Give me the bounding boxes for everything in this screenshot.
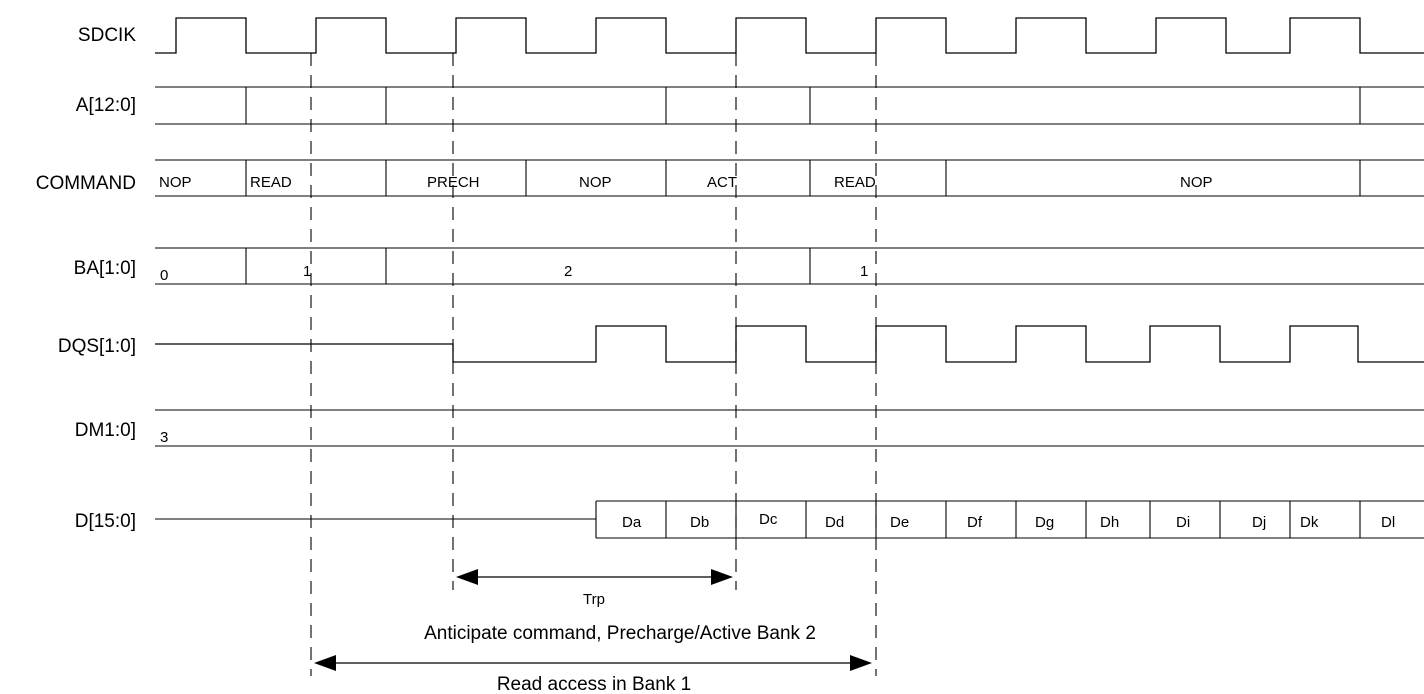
read-access-label: Read access in Bank 1 [497, 674, 691, 694]
command-act: ACT [707, 174, 737, 191]
data-word-dj: Dj [1252, 514, 1266, 531]
ba-value-1b: 1 [860, 263, 868, 280]
signal-label-sdclk: SDCIK [78, 25, 136, 46]
data-word-dl: Dl [1381, 514, 1395, 531]
signal-label-addr: A[12:0] [76, 95, 136, 116]
command-read-2: READ [834, 174, 876, 191]
data-word-dk: Dk [1300, 514, 1319, 531]
ba-value-0: 0 [160, 267, 168, 284]
addr-bus [155, 86, 1424, 125]
ba-value-2: 2 [564, 263, 572, 280]
command-bus: NOP READ PRECH NOP ACT READ NOP [155, 159, 1424, 197]
timing-markers [310, 53, 877, 676]
command-nop-2: NOP [579, 174, 612, 191]
data-word-da: Da [622, 514, 642, 531]
trp-label: Trp [583, 591, 605, 608]
read-access-arrow [314, 655, 872, 671]
data-word-df: Df [967, 514, 983, 531]
dqs-waveform [155, 325, 1424, 363]
signal-labels: SDCIK A[12:0] COMMAND BA[1:0] DQS[1:0] D… [36, 25, 137, 532]
data-word-dd: Dd [825, 514, 844, 531]
data-bus: Da Db Dc Dd De Df Dg Dh Di Dj Dk Dl [155, 500, 1424, 539]
dm-bus: 3 [155, 409, 1424, 447]
signal-label-ba: BA[1:0] [74, 258, 136, 279]
dm-value: 3 [160, 429, 168, 446]
command-read-1: READ [250, 174, 292, 191]
signal-label-command: COMMAND [36, 173, 136, 194]
data-word-di: Di [1176, 514, 1190, 531]
signal-label-dqs: DQS[1:0] [58, 336, 136, 357]
signal-label-data: D[15:0] [75, 511, 136, 532]
ba-value-1a: 1 [303, 263, 311, 280]
command-nop-1: NOP [159, 174, 192, 191]
command-prech: PRECH [427, 174, 480, 191]
data-word-db: Db [690, 514, 709, 531]
trp-arrow [456, 569, 733, 585]
data-word-dc: Dc [759, 511, 778, 528]
data-word-dh: Dh [1100, 514, 1119, 531]
signal-label-dm: DM1:0] [75, 420, 136, 441]
command-nop-3: NOP [1180, 174, 1213, 191]
data-word-dg: Dg [1035, 514, 1054, 531]
sdclk-waveform [155, 17, 1424, 54]
data-word-de: De [890, 514, 909, 531]
anticipate-label: Anticipate command, Precharge/Active Ban… [424, 623, 816, 644]
ba-bus: 0 1 2 1 [155, 247, 1424, 285]
